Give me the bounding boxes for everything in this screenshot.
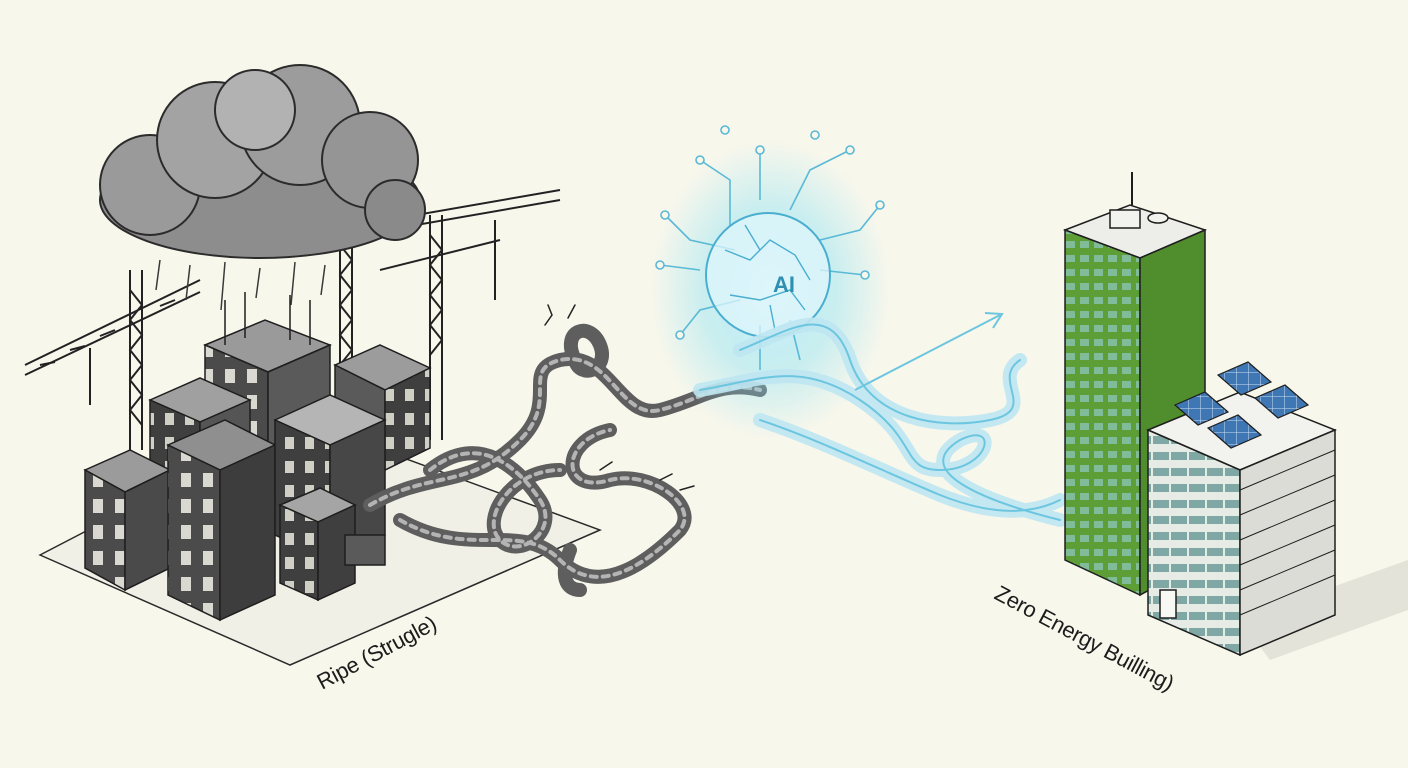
- construction-site: Ripe (Strugle): [24, 64, 603, 694]
- tangled-rope-icon: [363, 304, 767, 597]
- rain: [155, 259, 326, 311]
- building-front-left: [83, 449, 172, 592]
- zero-energy-buildings: Zero Energy Builling): [991, 172, 1408, 696]
- ai-orb-icon: AI: [650, 125, 890, 440]
- arrow-icon: [854, 312, 1004, 391]
- building-back-right: [333, 344, 432, 472]
- solar-panel-icon: [1173, 361, 1310, 449]
- storm-cloud-icon: [99, 64, 426, 259]
- ai-label: AI: [773, 272, 795, 297]
- building-front-center: [166, 419, 277, 622]
- building-front-low: [278, 487, 386, 602]
- glowing-cables: [693, 317, 1067, 527]
